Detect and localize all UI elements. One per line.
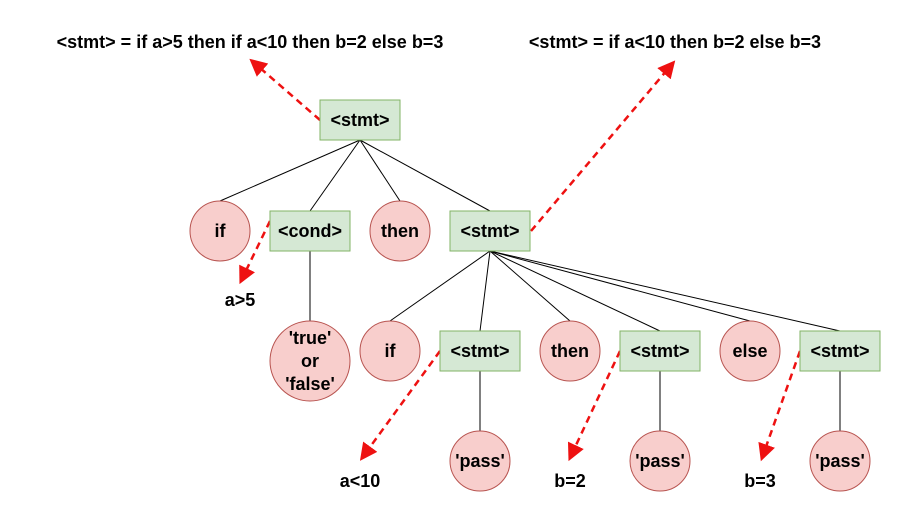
edge-stmt-stmt3	[479, 250, 491, 332]
node-then-1-label: then	[381, 221, 419, 241]
node-stmt-4: <stmt>	[619, 330, 701, 372]
edge-root-if	[219, 139, 361, 202]
node-if-1-label: if	[215, 221, 227, 241]
node-else-1: else	[719, 320, 781, 382]
node-stmt-5: <stmt>	[799, 330, 881, 372]
edge-root-stmt	[359, 139, 491, 212]
node-pass-1-label: 'pass'	[455, 451, 505, 471]
node-true-label: 'true'	[289, 328, 332, 348]
node-then-1: then	[369, 200, 431, 262]
node-stmt-3: <stmt>	[439, 330, 521, 372]
node-if-2: if	[359, 320, 421, 382]
caption-a-gt-5: a>5	[225, 290, 256, 310]
node-pass-3: 'pass'	[809, 430, 871, 492]
edge-stmt-else	[489, 250, 751, 322]
edge-stmt-if	[389, 250, 491, 322]
caption-top-right: <stmt> = if a<10 then b=2 else b=3	[529, 32, 821, 52]
edge-stmt-stmt4	[489, 250, 661, 332]
node-root-stmt-label: <stmt>	[330, 110, 389, 130]
node-stmt-2: <stmt>	[449, 210, 531, 252]
node-then-2-label: then	[551, 341, 589, 361]
node-else-1-label: else	[732, 341, 767, 361]
node-pass-3-label: 'pass'	[815, 451, 865, 471]
node-stmt-2-label: <stmt>	[460, 221, 519, 241]
node-or-label: or	[301, 351, 319, 371]
arrow-root-to-caption	[249, 58, 321, 121]
arrow-stmt2-to-caption	[530, 60, 676, 232]
caption-a-lt-10: a<10	[340, 471, 381, 491]
node-stmt-4-label: <stmt>	[630, 341, 689, 361]
edge-stmt-then	[489, 250, 571, 322]
node-true-false: 'true' or 'false'	[269, 320, 351, 402]
node-false-label: 'false'	[285, 374, 335, 394]
arrow-stmt5-to-b-eq-3	[758, 350, 802, 462]
node-then-2: then	[539, 320, 601, 382]
derivation-arrows	[239, 58, 802, 462]
node-cond: <cond>	[269, 210, 351, 252]
arrow-stmt4-to-b-eq-2	[567, 350, 622, 462]
node-pass-1: 'pass'	[449, 430, 511, 492]
caption-b-eq-2: b=2	[554, 471, 586, 491]
edge-stmt-stmt5	[489, 250, 841, 332]
edge-root-then	[359, 139, 401, 202]
arrow-stmt3-to-a-lt-10	[359, 350, 442, 461]
edge-root-cond	[309, 139, 361, 212]
node-root-stmt: <stmt>	[319, 99, 401, 141]
tree-edges	[219, 139, 841, 431]
node-if-1: if	[189, 200, 251, 262]
node-stmt-5-label: <stmt>	[810, 341, 869, 361]
node-if-2-label: if	[385, 341, 397, 361]
node-cond-label: <cond>	[278, 221, 342, 241]
node-pass-2: 'pass'	[629, 430, 691, 492]
node-stmt-3-label: <stmt>	[450, 341, 509, 361]
caption-top-left: <stmt> = if a>5 then if a<10 then b=2 el…	[57, 32, 444, 52]
node-pass-2-label: 'pass'	[635, 451, 685, 471]
caption-b-eq-3: b=3	[744, 471, 776, 491]
